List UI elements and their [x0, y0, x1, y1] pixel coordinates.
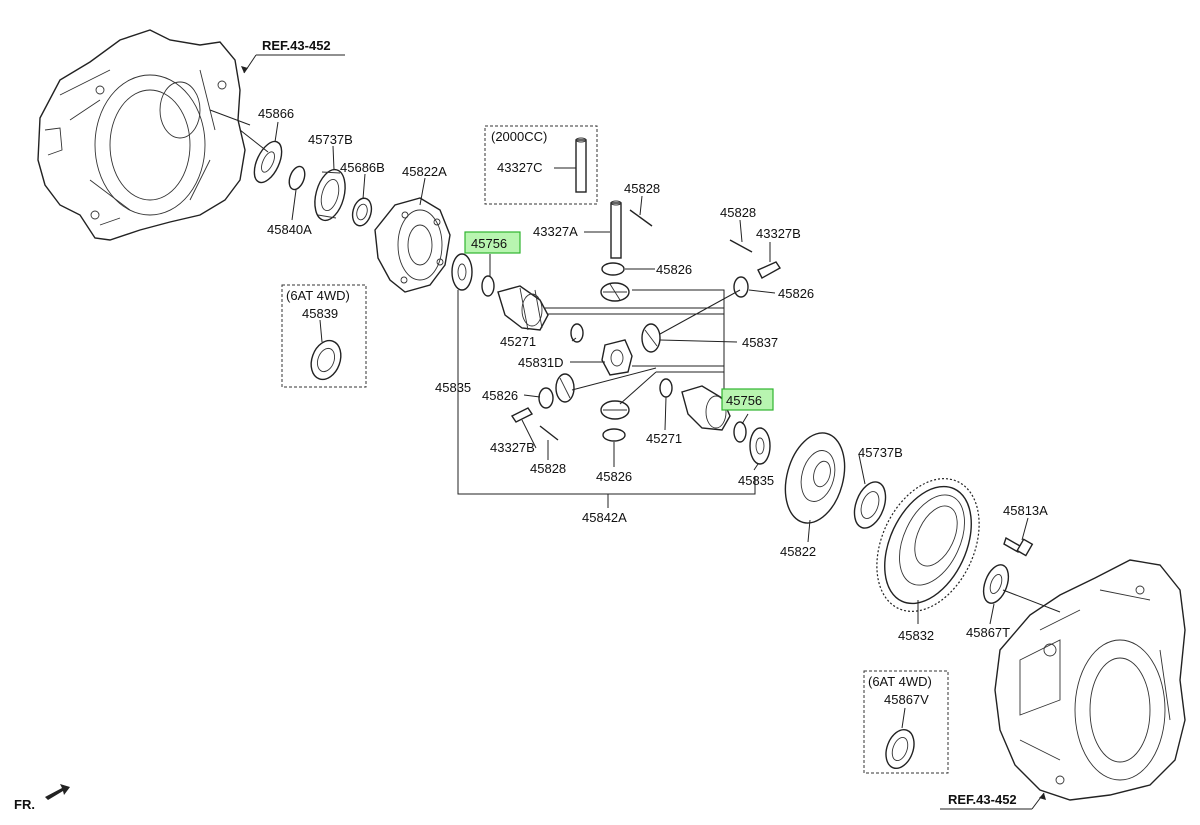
part-45837-pinion-gear[interactable]	[641, 323, 661, 353]
note-2000cc: (2000CC)	[491, 129, 547, 144]
part-45831D-block[interactable]	[601, 339, 633, 376]
part-45813A-bolt[interactable]	[1003, 536, 1034, 557]
part-45737B-bearing-top[interactable]	[310, 166, 351, 223]
label-45822[interactable]: 45822	[780, 544, 816, 559]
highlight-45756-upper	[464, 231, 521, 254]
label-45813A[interactable]: 45813A	[1003, 503, 1048, 518]
label-45271-a[interactable]: 45271	[500, 334, 536, 349]
part-45839-bearing[interactable]	[306, 336, 346, 383]
label-45839[interactable]: 45839	[302, 306, 338, 321]
part-43327A-pin[interactable]	[610, 200, 622, 259]
note-box-6at-left	[281, 284, 367, 388]
part-45756-ring-lower[interactable]	[733, 421, 747, 443]
note-6at-right: (6AT 4WD)	[868, 674, 932, 689]
part-45822A-diff-case[interactable]	[374, 197, 451, 293]
part-45737B-bearing-bottom[interactable]	[849, 478, 892, 533]
label-45837[interactable]: 45837	[742, 335, 778, 350]
part-45686B-bearing[interactable]	[350, 196, 375, 228]
label-45756-upper[interactable]: 45756	[471, 236, 507, 251]
note-6at-left: (6AT 4WD)	[286, 288, 350, 303]
leader-lines	[209, 109, 1061, 729]
label-43327A[interactable]: 43327A	[533, 224, 578, 239]
part-45271-washer-lower[interactable]	[659, 378, 673, 398]
part-side-gear-lower[interactable]	[681, 385, 731, 431]
label-45867T[interactable]: 45867T	[966, 625, 1010, 640]
part-45828-rollpin-a[interactable]	[629, 209, 653, 227]
transmission-case-left	[37, 29, 246, 241]
front-label: FR.	[14, 797, 35, 812]
label-45840A[interactable]: 45840A	[267, 222, 312, 237]
ref-bottom-text: REF.43-452	[948, 792, 1017, 807]
label-45686B[interactable]: 45686B	[340, 160, 385, 175]
part-side-gear-upper[interactable]	[497, 285, 549, 331]
part-labels: 45866 45737B 45686B 45822A 45840A 45756 …	[258, 106, 1048, 707]
label-45831D[interactable]: 45831D	[518, 355, 564, 370]
part-45840A-ring[interactable]	[286, 164, 307, 191]
arrow-icon	[45, 784, 70, 800]
label-45756-lower[interactable]: 45756	[726, 393, 762, 408]
label-45826-b[interactable]: 45826	[778, 286, 814, 301]
label-45842A[interactable]: 45842A	[582, 510, 627, 525]
label-45828-b[interactable]: 45828	[720, 205, 756, 220]
label-45867V[interactable]: 45867V	[884, 692, 929, 707]
part-45826-washer-b[interactable]	[733, 276, 749, 298]
part-45271-washer-upper[interactable]	[570, 323, 584, 343]
transmission-case-right	[994, 559, 1186, 801]
part-45826-washer-top[interactable]	[601, 262, 625, 276]
label-45826-d[interactable]: 45826	[596, 469, 632, 484]
part-pinion-gear-left[interactable]	[555, 373, 575, 403]
label-45866[interactable]: 45866	[258, 106, 294, 121]
label-45822A[interactable]: 45822A	[402, 164, 447, 179]
part-45835-washer-upper[interactable]	[451, 253, 473, 291]
part-45832-ring-gear[interactable]	[857, 462, 1000, 628]
part-45826-washer-c[interactable]	[538, 387, 554, 409]
label-43327B-b[interactable]: 43327B	[490, 440, 535, 455]
label-45271-b[interactable]: 45271	[646, 431, 682, 446]
front-direction-marker: FR.	[14, 784, 70, 812]
part-45756-ring-upper[interactable]	[481, 275, 495, 297]
label-45828-c[interactable]: 45828	[530, 461, 566, 476]
part-45828-rollpin-c[interactable]	[539, 425, 559, 441]
part-45826-washer-d[interactable]	[602, 428, 626, 442]
label-45826-a[interactable]: 45826	[656, 262, 692, 277]
label-45826-c[interactable]: 45826	[482, 388, 518, 403]
note-box-2000cc	[484, 125, 598, 205]
highlight-45756-lower	[721, 388, 774, 411]
part-43327B-pin-a[interactable]	[757, 261, 782, 279]
ref-label-top[interactable]: REF.43-452	[241, 38, 345, 74]
part-45867V-shim[interactable]	[881, 726, 919, 772]
label-45828-a[interactable]: 45828	[624, 181, 660, 196]
part-43327B-pin-b[interactable]	[510, 407, 534, 423]
ref-top-text: REF.43-452	[262, 38, 331, 53]
ref-label-bottom[interactable]: REF.43-452	[940, 792, 1046, 810]
part-45822-diff-case[interactable]	[776, 426, 854, 529]
part-45867T-shim[interactable]	[979, 561, 1013, 606]
part-pinion-gear-bottom[interactable]	[600, 400, 630, 420]
label-43327B-a[interactable]: 43327B	[756, 226, 801, 241]
part-pinion-gear-top[interactable]	[600, 282, 630, 302]
label-45737B-top[interactable]: 45737B	[308, 132, 353, 147]
label-45835-a[interactable]: 45835	[435, 380, 471, 395]
part-43327C-shaft[interactable]	[575, 137, 587, 193]
label-45832[interactable]: 45832	[898, 628, 934, 643]
label-45737B-bottom[interactable]: 45737B	[858, 445, 903, 460]
part-45828-rollpin-b[interactable]	[729, 239, 753, 253]
label-43327C[interactable]: 43327C	[497, 160, 543, 175]
label-45835-b[interactable]: 45835	[738, 473, 774, 488]
part-45866-shim[interactable]	[249, 137, 288, 186]
note-box-6at-right	[863, 670, 949, 774]
part-45835-washer-lower[interactable]	[749, 427, 771, 465]
